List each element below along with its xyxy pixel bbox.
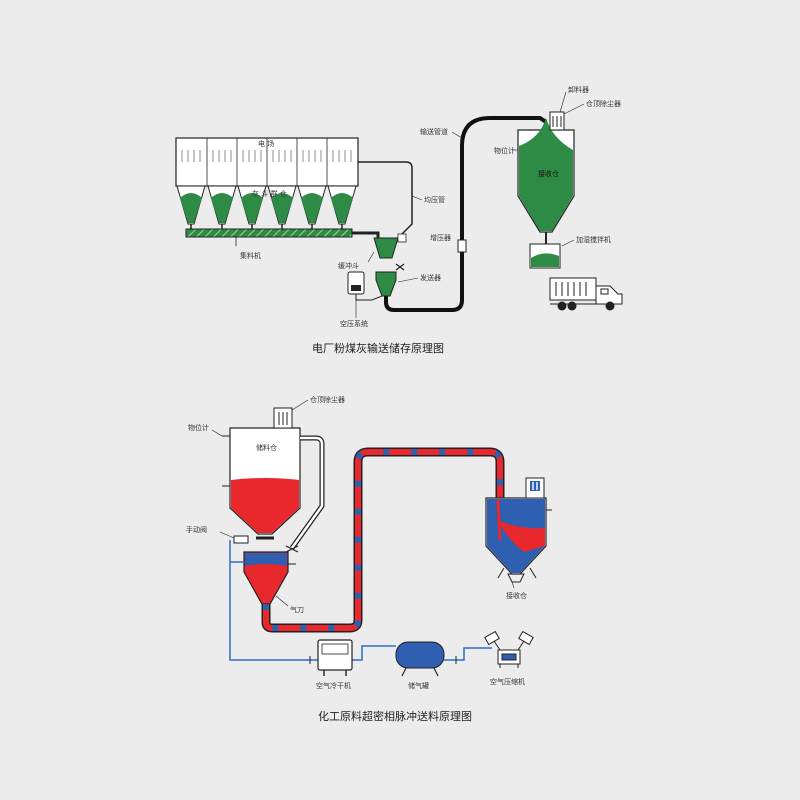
receiver-silo-label: 接收仓 bbox=[538, 169, 559, 178]
level-meter-label: 物位计 bbox=[494, 146, 515, 155]
manual-valve-label: 手动阀 bbox=[186, 525, 207, 534]
air-system-label: 空压系统 bbox=[340, 319, 368, 328]
equalizing-pipe-label: 均压管 bbox=[424, 195, 445, 204]
ash-hopper-1 bbox=[176, 150, 206, 229]
air-tank-label: 储气罐 bbox=[408, 681, 429, 690]
top-dust-collector-label: 仓顶除尘器 bbox=[586, 99, 621, 108]
receiver-silo-label-bottom: 接收仓 bbox=[506, 591, 527, 600]
conveyor-outlet-pipe bbox=[352, 231, 380, 238]
manual-valve: 手动阀 bbox=[186, 525, 274, 544]
transport-pipe bbox=[384, 116, 548, 312]
unloader-label: 卸料器 bbox=[568, 85, 589, 94]
humidifier-mixer-label: 加湿搅拌机 bbox=[576, 235, 611, 244]
bottom-diagram: 储料仓 物位计 仓顶除尘器 手动阀 bbox=[186, 395, 552, 723]
storage-silo-label: 储料仓 bbox=[256, 443, 277, 452]
ash-conveyor: 集料机 bbox=[185, 228, 353, 260]
ash-hopper-2 bbox=[206, 138, 237, 229]
sender-vessel: 发送器 bbox=[375, 271, 441, 297]
ash-hopper-4 bbox=[266, 138, 297, 229]
receiver-silo-bottom: 接收仓 bbox=[485, 477, 552, 600]
dump-truck-icon bbox=[549, 277, 623, 311]
top-diagram-caption: 电厂粉煤灰输送储存原理图 bbox=[312, 341, 444, 355]
booster bbox=[457, 239, 467, 253]
air-dryer: 空气冷干机 bbox=[316, 639, 353, 690]
level-meter-label-bottom: 物位计 bbox=[188, 423, 209, 432]
booster-label: 增压器 bbox=[430, 233, 451, 242]
bottom-diagram-caption: 化工原料超密相脉冲送料原理图 bbox=[318, 709, 472, 723]
air-dryer-label: 空气冷干机 bbox=[316, 681, 351, 690]
pulse-transport-pipe bbox=[261, 447, 505, 633]
buffer-hopper: 缓冲斗 bbox=[338, 233, 407, 270]
conveyor-label: 集料机 bbox=[240, 251, 261, 260]
receiver-silo: 接收仓 物位计 卸料器 仓顶除尘器 bbox=[494, 85, 621, 233]
compressed-air-line bbox=[229, 540, 318, 661]
top-dust-collector-label-bottom: 仓顶除尘器 bbox=[310, 395, 345, 404]
sender-label: 发送器 bbox=[420, 273, 441, 282]
humidifier-mixer: 加湿搅拌机 bbox=[529, 232, 611, 269]
silo-group-label: 灰 斗 群 仓 bbox=[252, 189, 287, 198]
air-storage-tank: 储气罐 bbox=[395, 641, 445, 690]
air-compressor-system: 空压系统 bbox=[340, 271, 383, 328]
equalizing-pipe bbox=[358, 161, 413, 239]
ash-hopper-3 bbox=[236, 138, 267, 229]
air-compressor-icon bbox=[484, 630, 534, 668]
buffer-hopper-label: 缓冲斗 bbox=[338, 261, 359, 270]
air-knife-label: 气刀 bbox=[290, 605, 304, 614]
ash-hopper-silo-group: 电 场 灰 斗 群 仓 bbox=[175, 137, 359, 229]
ash-hopper-6 bbox=[326, 138, 357, 229]
top-diagram: 电 场 灰 斗 群 仓 集料机 均压管 缓冲斗 发送器 bbox=[175, 85, 623, 355]
ash-hopper-5 bbox=[296, 138, 327, 229]
transport-pipe-label: 输送管道 bbox=[420, 127, 448, 136]
air-compressor-label: 空气压缩机 bbox=[490, 677, 525, 686]
silo-top-label: 电 场 bbox=[258, 139, 274, 148]
storage-silo: 储料仓 物位计 仓顶除尘器 bbox=[188, 395, 345, 535]
pulse-sender-vessel: 气刀 bbox=[236, 551, 304, 614]
